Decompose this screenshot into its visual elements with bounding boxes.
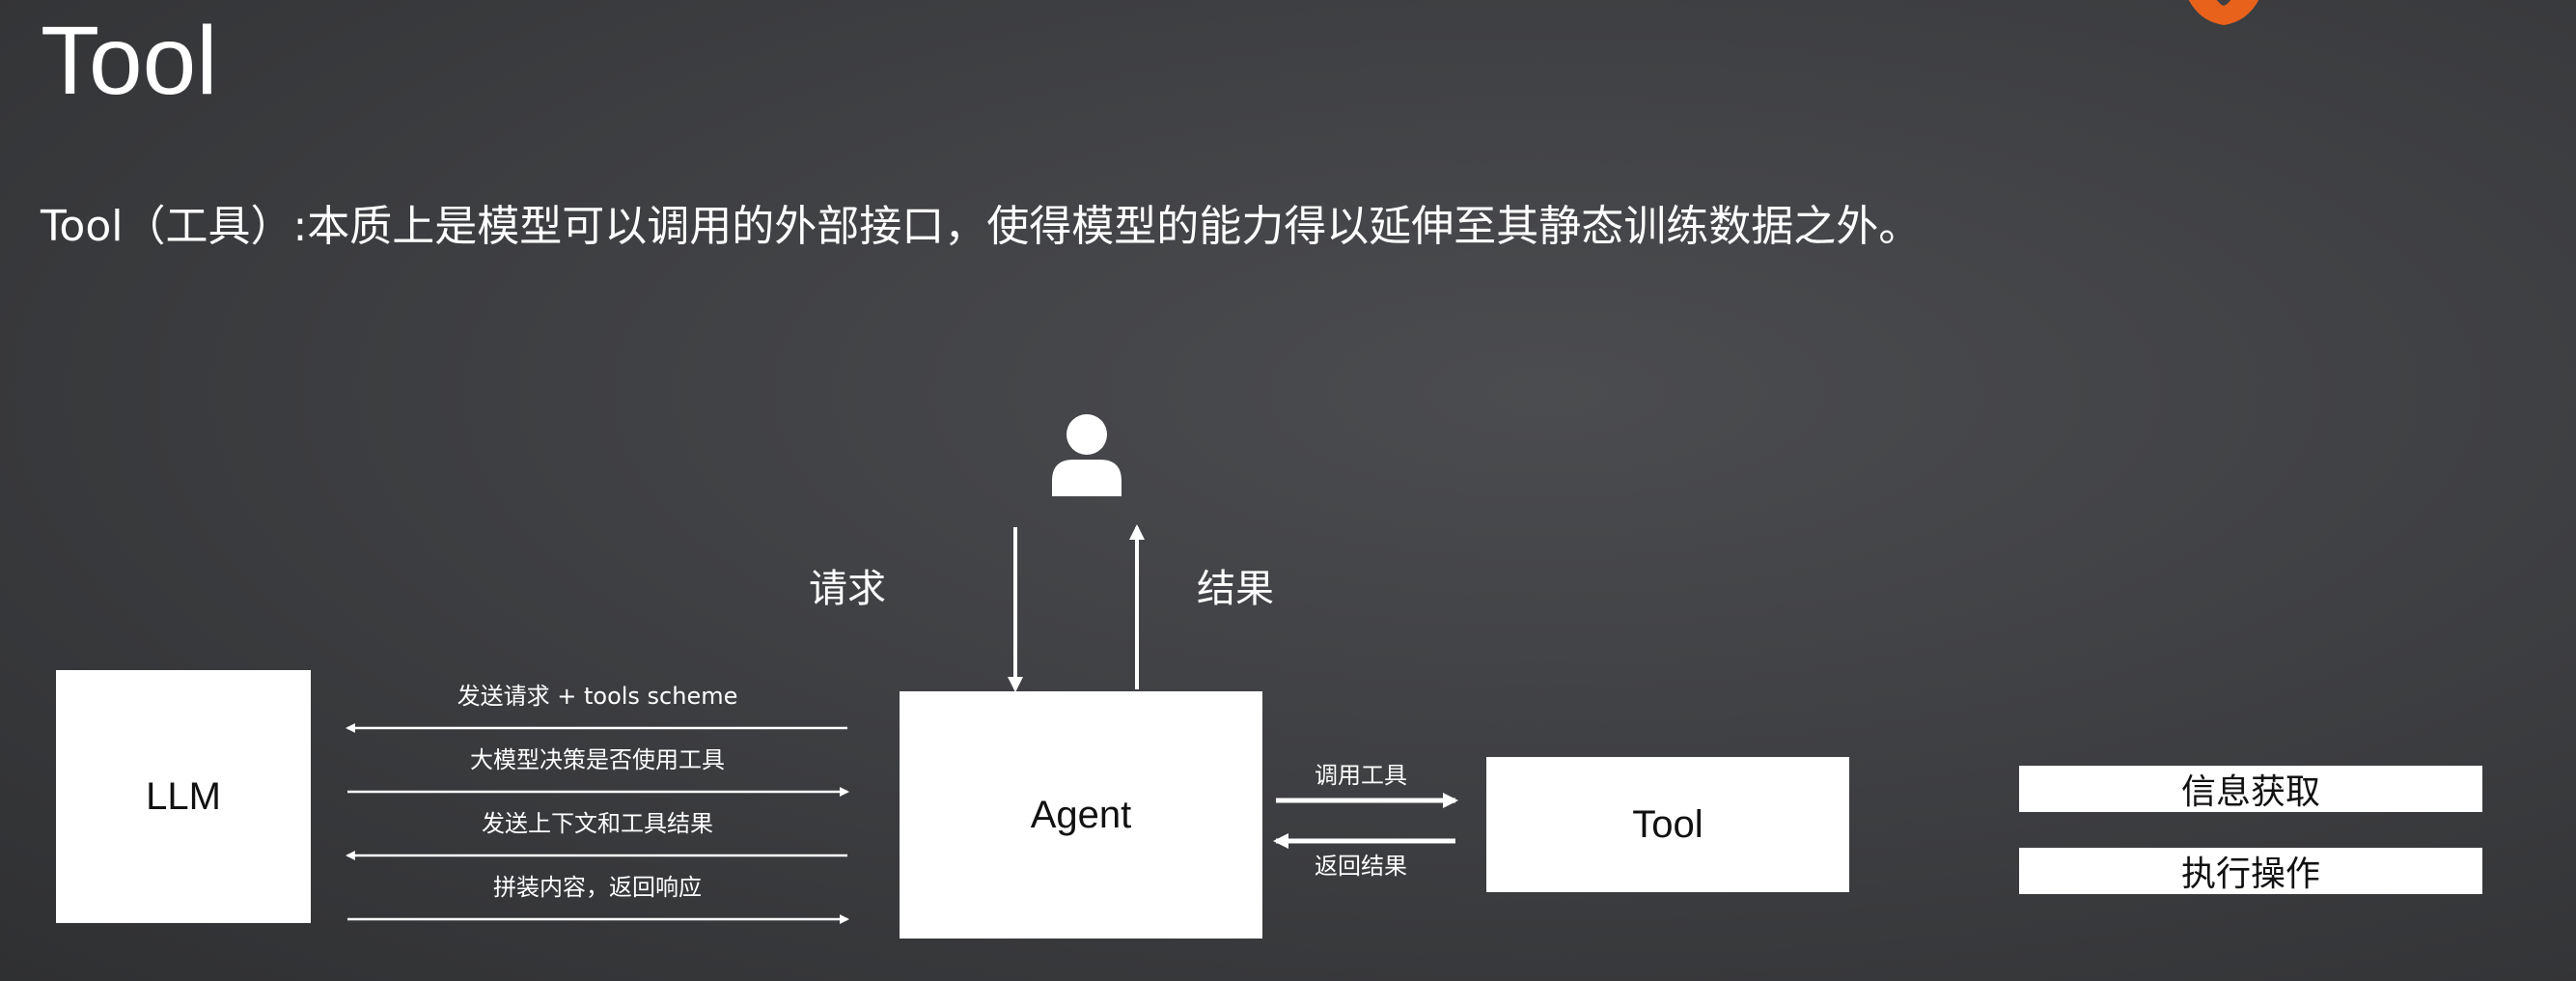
tool-box: Tool (1486, 757, 1849, 892)
page-title: Tool (41, 7, 218, 115)
arrow-label-send-request: 发送请求 + tools scheme (457, 683, 738, 710)
capability-label: 执行操作 (2180, 855, 2320, 894)
tool-label: Tool (1632, 802, 1703, 846)
arrow-label-send-context: 发送上下文和工具结果 (482, 810, 713, 837)
definition-text: Tool（工具）:本质上是模型可以调用的外部接口，使得模型的能力得以延伸至其静态… (41, 202, 1922, 251)
arrow-label-return-response: 拼装内容，返回响应 (493, 874, 702, 901)
brand-logo-icon (2188, 0, 2259, 25)
request-label: 请求 (809, 567, 886, 611)
llm-label: LLM (146, 774, 221, 818)
arrow-label-call-tool: 调用工具 (1315, 762, 1407, 789)
result-label: 结果 (1197, 567, 1274, 611)
agent-label: Agent (1030, 793, 1132, 836)
capability-info-retrieval: 信息获取 (2019, 766, 2482, 812)
arrow-label-decide-tool: 大模型决策是否使用工具 (470, 746, 725, 773)
user-icon (1052, 414, 1122, 496)
llm-box: LLM (56, 670, 311, 923)
capability-execute-action: 执行操作 (2019, 848, 2482, 894)
agent-box: Agent (900, 691, 1262, 939)
capability-label: 信息获取 (2180, 772, 2320, 812)
arrow-label-return-result: 返回结果 (1315, 853, 1407, 880)
